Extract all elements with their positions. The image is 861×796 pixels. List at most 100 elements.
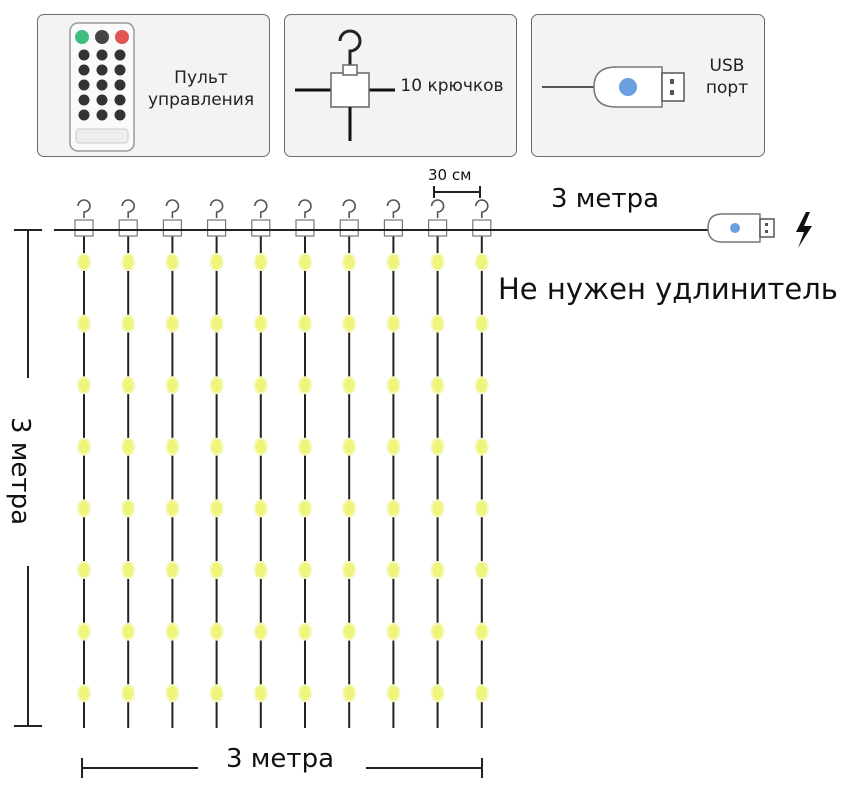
remote-button	[78, 94, 90, 106]
led	[388, 501, 399, 516]
led	[211, 563, 222, 577]
led	[255, 316, 266, 331]
remote-label: Пульт управления	[136, 67, 266, 111]
led	[432, 378, 443, 393]
led	[388, 316, 399, 331]
led	[123, 686, 134, 701]
led	[167, 624, 178, 639]
led	[344, 624, 355, 639]
remote-button	[114, 49, 126, 61]
hook-icon	[295, 29, 395, 141]
led	[432, 439, 443, 454]
remote-button	[114, 64, 126, 76]
led	[344, 686, 355, 701]
led	[123, 316, 134, 331]
led	[388, 255, 399, 269]
led	[211, 255, 222, 269]
hook-icon	[251, 199, 271, 237]
led	[167, 255, 178, 269]
led	[255, 255, 266, 269]
top-length-label: 3 метра	[551, 184, 659, 214]
led	[432, 255, 443, 269]
led	[388, 563, 399, 577]
remote-button	[114, 94, 126, 106]
led	[300, 255, 310, 269]
led	[300, 563, 310, 577]
remote-button	[114, 79, 126, 91]
led	[344, 501, 355, 516]
led	[79, 686, 89, 701]
led	[432, 316, 443, 331]
remote-button	[78, 109, 90, 121]
hook-icon	[428, 199, 448, 237]
led	[79, 378, 89, 393]
led	[123, 255, 134, 269]
led	[432, 563, 443, 577]
remote-button	[114, 109, 126, 121]
hooks-card: 10 крючков	[284, 14, 517, 157]
usb-label: USB порт	[692, 55, 762, 99]
hook-icon	[383, 199, 403, 237]
led	[432, 624, 443, 639]
led	[79, 255, 89, 269]
no-extension-label: Не нужен удлинитель	[498, 272, 838, 306]
led	[476, 316, 487, 331]
led	[123, 501, 134, 516]
usb-label-line2: порт	[705, 78, 749, 98]
usb-plug-icon	[542, 66, 685, 108]
remote-button	[96, 79, 108, 91]
led	[167, 316, 178, 331]
led	[123, 624, 134, 639]
led	[344, 563, 355, 577]
led	[255, 439, 266, 454]
usb-card: USB порт	[531, 14, 765, 157]
led	[388, 439, 399, 454]
hook-icon	[74, 199, 94, 237]
led	[300, 624, 310, 639]
led	[79, 563, 89, 577]
remote-button	[96, 94, 108, 106]
led	[211, 686, 222, 701]
hook-icon	[118, 199, 138, 237]
led	[79, 501, 89, 516]
remote-control-icon	[69, 22, 135, 152]
hooks	[74, 199, 492, 237]
led	[476, 378, 487, 393]
led	[476, 501, 487, 516]
spacing-label: 30 см	[428, 166, 472, 184]
usb-plug-icon	[707, 213, 775, 243]
led	[344, 378, 355, 393]
remote-button	[78, 64, 90, 76]
bottom-width-label: 3 метра	[226, 744, 334, 774]
remote-button	[78, 49, 90, 61]
led	[167, 686, 178, 701]
led	[388, 686, 399, 701]
remote-card: Пульт управления	[37, 14, 270, 157]
hook-icon	[472, 199, 492, 237]
hook-icon	[207, 199, 227, 237]
led	[255, 686, 266, 701]
led	[211, 439, 222, 454]
hooks-label: 10 крючков	[400, 76, 504, 96]
led	[211, 501, 222, 516]
led	[211, 624, 222, 639]
remote-button	[96, 49, 108, 61]
hook-icon	[339, 199, 359, 237]
hook-icon	[162, 199, 182, 237]
led	[300, 686, 310, 701]
usb-label-line1: USB	[709, 56, 745, 76]
remote-button	[78, 79, 90, 91]
lightning-icon	[796, 212, 812, 248]
led	[344, 439, 355, 454]
led	[123, 563, 134, 577]
led	[476, 686, 487, 701]
led	[255, 563, 266, 577]
led	[432, 686, 443, 701]
led	[211, 316, 222, 331]
led	[167, 563, 178, 577]
led	[476, 624, 487, 639]
led	[300, 316, 310, 331]
led	[123, 378, 134, 393]
led	[167, 439, 178, 454]
